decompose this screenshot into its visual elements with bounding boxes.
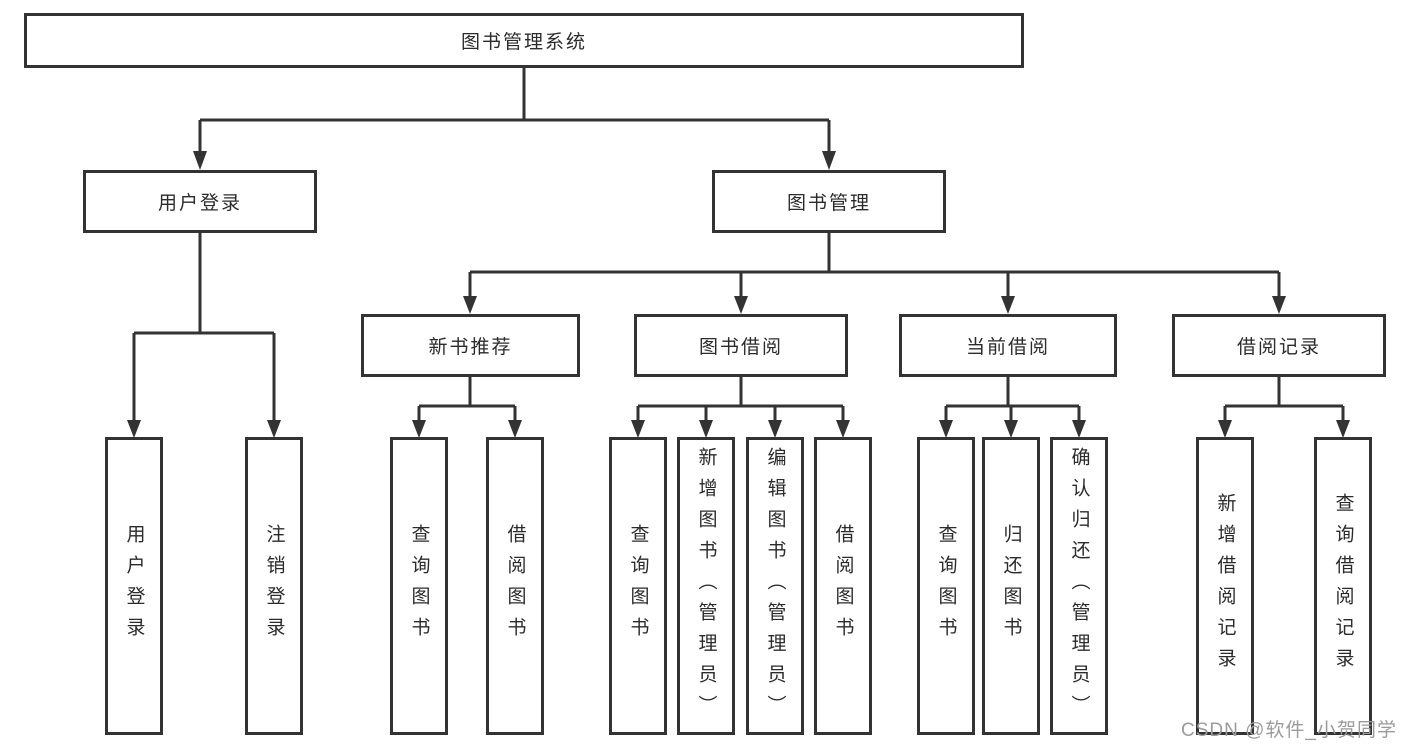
- arrowhead: [939, 420, 953, 438]
- connector-borrow-records: [1218, 377, 1350, 438]
- node-borrow-records: 借阅记录: [1172, 314, 1386, 377]
- arrowhead: [1001, 296, 1015, 314]
- leaf-logout: 注销登录: [245, 437, 303, 735]
- leaf-query-borrow-record: 查询借阅记录: [1314, 437, 1372, 735]
- node-new-book-recommend: 新书推荐: [361, 314, 580, 377]
- arrowhead: [1336, 420, 1350, 438]
- leaf-user-login: 用户登录: [105, 437, 163, 735]
- arrowhead: [127, 420, 141, 438]
- connector-current-borrow: [939, 377, 1086, 438]
- arrowhead: [836, 420, 850, 438]
- arrowhead: [193, 151, 207, 170]
- node-root: 图书管理系统: [24, 13, 1024, 68]
- arrowhead: [267, 420, 281, 438]
- arrowhead: [822, 151, 836, 170]
- node-user-login: 用户登录: [83, 170, 317, 233]
- leaf-borrow-books-recommend: 借阅图书: [486, 437, 544, 735]
- watermark-text: CSDN @软件_小贺同学: [1181, 720, 1397, 741]
- node-current-borrow: 当前借阅: [899, 314, 1117, 377]
- leaf-confirm-return-admin: 确认归还（管理员）: [1050, 437, 1108, 735]
- arrowhead: [463, 296, 477, 314]
- arrowhead: [412, 420, 426, 438]
- leaf-query-books-borrow: 查询图书: [609, 437, 667, 735]
- leaf-add-books-admin: 新增图书（管理员）: [677, 437, 735, 735]
- arrowhead: [508, 420, 522, 438]
- connector-new-book-recommend: [412, 377, 522, 438]
- leaf-borrow-books: 借阅图书: [814, 437, 872, 735]
- arrowhead: [768, 420, 782, 438]
- arrowhead: [734, 296, 748, 314]
- leaf-query-books-recommend: 查询图书: [390, 437, 448, 735]
- connector-root-to-level2: [193, 68, 836, 170]
- arrowhead: [631, 420, 645, 438]
- leaf-add-borrow-record: 新增借阅记录: [1196, 437, 1254, 735]
- arrowhead: [699, 420, 713, 438]
- arrowhead: [1272, 296, 1286, 314]
- connector-book-management-to-groups: [463, 233, 1286, 314]
- leaf-query-books-current: 查询图书: [917, 437, 975, 735]
- node-book-borrow: 图书借阅: [634, 314, 848, 377]
- arrowhead: [1072, 420, 1086, 438]
- connector-user-login-branch: [127, 233, 281, 438]
- leaf-return-books: 归还图书: [982, 437, 1040, 735]
- arrowhead: [1218, 420, 1232, 438]
- connector-book-borrow: [631, 377, 850, 438]
- node-book-management: 图书管理: [712, 170, 946, 233]
- leaf-edit-books-admin: 编辑图书（管理员）: [746, 437, 804, 735]
- arrowhead: [1004, 420, 1018, 438]
